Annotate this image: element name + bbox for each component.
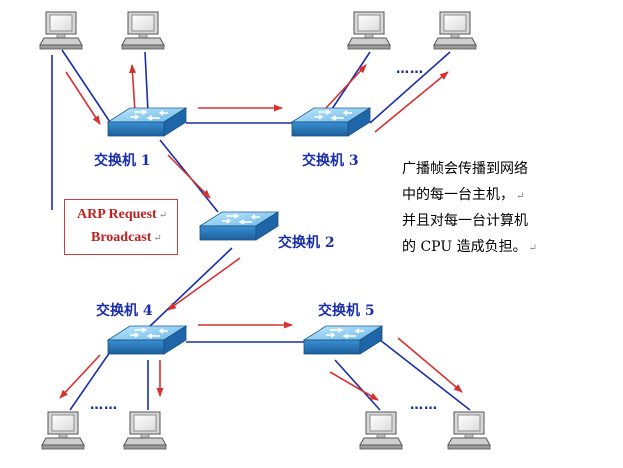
note-line-4: 的 CPU 造成负担。 xyxy=(402,239,527,255)
arrow-sw3-to-pc3 xyxy=(325,64,367,109)
link-sw5-pc7 xyxy=(334,359,381,411)
switch-icon-4 xyxy=(107,325,187,355)
computer-icon xyxy=(41,411,85,450)
return-mark: ↵ xyxy=(153,233,162,244)
arrow-pc1-to-sw1 xyxy=(65,71,101,125)
link-pc4-sw3 xyxy=(369,51,451,124)
computer-icon xyxy=(39,11,83,50)
arrow-sw4-to-pc5 xyxy=(59,354,101,399)
arp-request-box: ARP Request↵ Broadcast↵ xyxy=(64,199,178,255)
broadcast-label: Broadcast xyxy=(91,230,152,245)
computer-icon xyxy=(123,411,167,450)
more-hosts-ellipsis: …… xyxy=(90,398,118,413)
switch-icon-1 xyxy=(107,107,187,137)
switch-icon-5 xyxy=(303,325,383,355)
link-pc1-sw1 xyxy=(61,49,111,123)
arrow-sw2-to-sw4 xyxy=(167,257,241,311)
computer-icon xyxy=(447,411,491,450)
switch-label-3: 交换机 3 xyxy=(302,153,359,169)
computer-icon xyxy=(347,11,391,50)
more-hosts-ellipsis: …… xyxy=(410,398,438,413)
computer-icon xyxy=(359,411,403,450)
switch-icon-2 xyxy=(199,211,279,241)
note-line-3: 并且对每一台计算机 xyxy=(402,213,528,229)
switch-label-4: 交换机 4 xyxy=(96,303,153,319)
return-mark: ↵ xyxy=(516,191,525,202)
switch-label-5: 交换机 5 xyxy=(318,303,375,319)
arrow-sw5-to-pc7 xyxy=(329,371,379,401)
note-line-1: 广播帧会传播到网络 xyxy=(402,161,528,177)
return-mark: ↵ xyxy=(528,243,537,254)
arrow-sw5-to-pc8 xyxy=(397,337,463,393)
link-sw4-pc5 xyxy=(69,351,111,411)
switch-icon-3 xyxy=(291,107,371,137)
arrow-sw1-to-sw2 xyxy=(167,154,211,199)
arrow-sw3-to-pc4 xyxy=(374,71,449,133)
return-mark: ↵ xyxy=(158,210,168,221)
broadcast-arrows xyxy=(59,64,463,401)
switch-label-1: 交换机 1 xyxy=(94,153,151,169)
computer-icon xyxy=(433,11,477,50)
computer-icon xyxy=(121,11,165,50)
link-sw5-pc8 xyxy=(379,339,471,411)
link-sw2-sw4 xyxy=(147,247,233,329)
arrow-sw1-to-pc2 xyxy=(129,64,137,113)
arp-request-label: ARP Request xyxy=(77,207,157,222)
switch-label-2: 交换机 2 xyxy=(278,235,335,251)
more-hosts-ellipsis: …… xyxy=(396,62,424,77)
note-line-2: 中的每一台主机， xyxy=(402,187,514,203)
link-pc2-sw1 xyxy=(144,51,149,113)
